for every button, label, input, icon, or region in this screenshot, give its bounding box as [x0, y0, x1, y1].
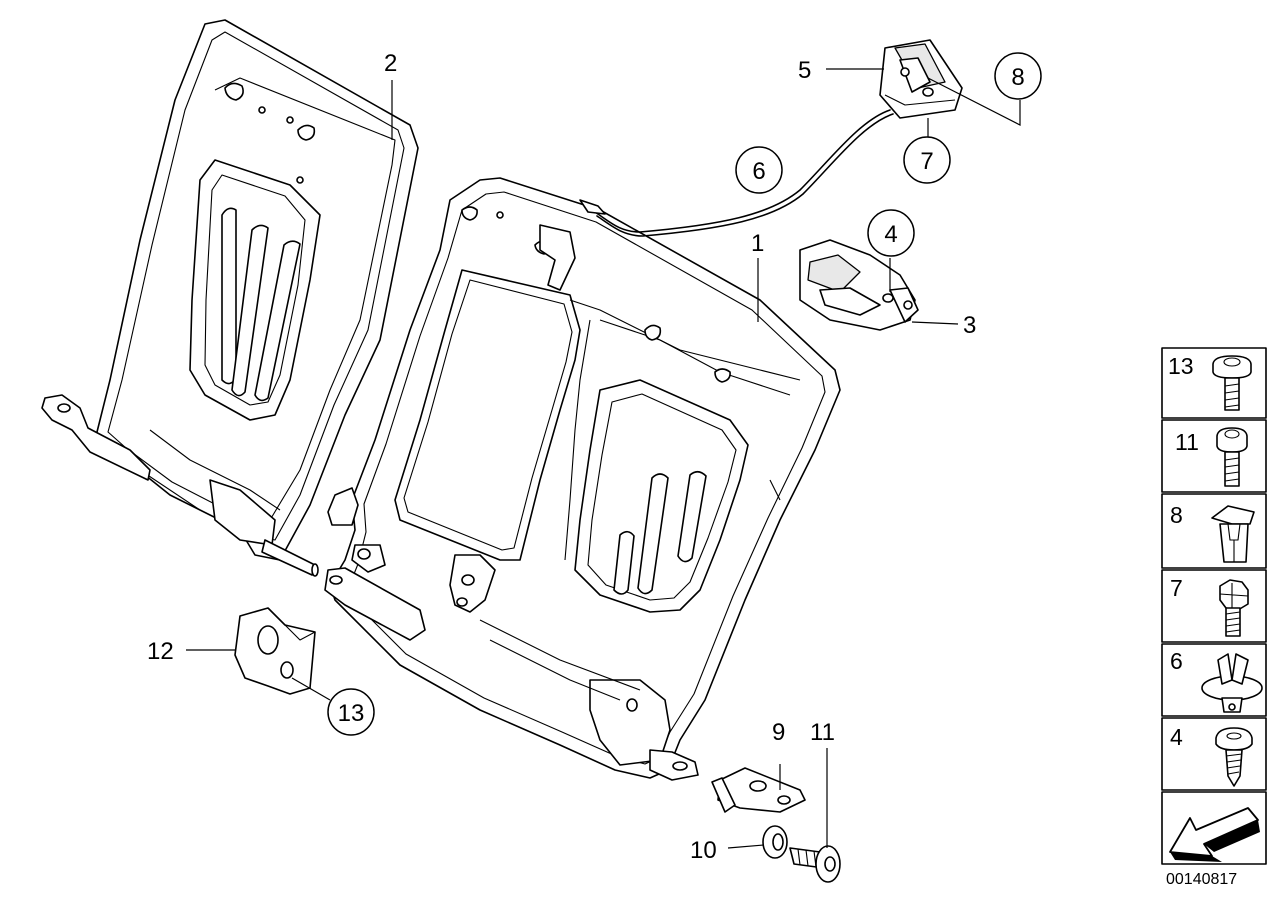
callout-4: 4 [884, 221, 897, 248]
part-11-screw [789, 845, 841, 883]
part-6-bowden-cable [579, 109, 894, 237]
legend-label-8: 8 [1170, 502, 1183, 528]
arrow-direction-icon [1169, 807, 1260, 862]
part-10-spacer-ring [762, 825, 788, 859]
legend-cell-11 [1161, 419, 1267, 493]
part-9-bracket [711, 767, 806, 813]
legend-label-6: 6 [1170, 648, 1183, 674]
part-2-backrest-frame-left [41, 19, 419, 577]
callout-13: 13 [338, 700, 365, 727]
legend-label-11: 11 [1175, 429, 1199, 455]
expanding-rivet-icon [1201, 653, 1263, 713]
callout-3: 3 [963, 312, 976, 339]
callout-bubble-4 [867, 209, 915, 257]
legend-label-4: 4 [1170, 724, 1183, 750]
callout-2: 2 [384, 50, 397, 77]
callout-1: 1 [751, 230, 764, 257]
callout-6: 6 [752, 158, 765, 185]
legend-cell-8 [1161, 493, 1267, 569]
legend-label-13: 13 [1168, 353, 1194, 379]
legend-cell-7 [1161, 569, 1267, 643]
callout-11: 11 [810, 719, 835, 746]
callout-7: 7 [920, 148, 933, 175]
hex-bolt-icon [1219, 579, 1249, 637]
clip-nut-icon [1211, 505, 1255, 563]
callout-5: 5 [798, 57, 811, 84]
part-12-bracket [234, 607, 316, 695]
callout-9: 9 [772, 719, 785, 746]
part-5-latch-housing [879, 39, 963, 119]
diagram-number: 00140817 [1166, 871, 1237, 888]
callout-10: 10 [690, 837, 717, 864]
torx-bolt-icon [1216, 427, 1248, 487]
fastener-legend: 13 11 8 7 [1161, 347, 1267, 888]
leader-lines [186, 68, 1021, 849]
callout-labels: 1 2 3 4 5 6 7 8 9 10 11 12 13 [147, 50, 1042, 864]
callout-12: 12 [147, 638, 174, 665]
callout-8: 8 [1011, 64, 1024, 91]
legend-label-7: 7 [1170, 575, 1183, 601]
callout-bubble-6 [735, 146, 783, 194]
tapping-screw-icon [1215, 727, 1253, 787]
torx-bolt-icon [1212, 355, 1252, 411]
callout-bubble-8 [994, 52, 1042, 100]
part-3-lock-mechanism [799, 239, 919, 331]
callout-bubble-13 [327, 688, 375, 736]
legend-cell-4 [1161, 717, 1267, 791]
callout-bubble-7 [903, 136, 951, 184]
part-1-backrest-frame-main [324, 177, 841, 781]
